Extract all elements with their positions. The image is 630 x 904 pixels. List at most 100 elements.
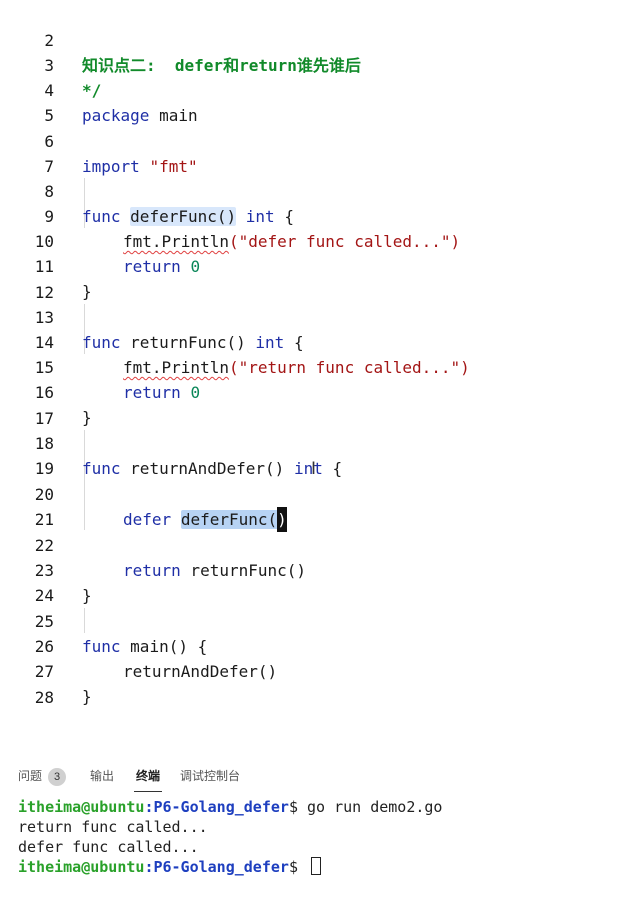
function-name[interactable]: returnAndDefer(): [130, 459, 285, 478]
code-line[interactable]: 26 returnAndDefer(): [0, 609, 277, 681]
code-editor[interactable]: 2 知识点二: defer和return谁先谁后 3 */ 4 package …: [0, 0, 630, 707]
tab-terminal[interactable]: 终端: [133, 769, 163, 792]
code-line[interactable]: 28: [0, 660, 54, 707]
comment-text: 知识点二: defer和return谁先谁后: [82, 56, 361, 75]
line-number: 17: [34, 409, 54, 428]
line-number: 4: [44, 81, 54, 100]
tab-problems-label: 问题: [18, 769, 43, 783]
indent-guide: [84, 430, 85, 530]
prompt-symbol: $: [288, 858, 307, 876]
line-number: 23: [34, 561, 54, 580]
keyword: defer: [123, 510, 172, 529]
prompt-user: itheima@ubuntu: [18, 858, 145, 876]
line-number: 22: [34, 536, 54, 555]
keyword: func: [82, 459, 121, 478]
code-line[interactable]: 7: [0, 129, 54, 176]
brace: }: [82, 408, 92, 427]
indent-guide: [84, 608, 85, 633]
line-number: 13: [34, 308, 54, 327]
keyword: func: [82, 637, 121, 656]
prompt-path: :P6-Golang_defer: [144, 798, 289, 816]
tab-debug-console[interactable]: 调试控制台: [180, 769, 241, 783]
keyword: return: [123, 561, 181, 580]
code-line[interactable]: 23 }: [0, 533, 92, 605]
brace: }: [82, 586, 92, 605]
line-number: 6: [44, 132, 54, 151]
prompt-user: itheima@ubuntu: [18, 798, 145, 816]
code-line[interactable]: 15 return 0: [0, 330, 200, 402]
println-call[interactable]: fmt.Println: [123, 358, 229, 377]
terminal-output-line: return func called...: [18, 818, 208, 836]
code-line[interactable]: 18 func returnAndDefer() int {: [0, 406, 342, 478]
keyword: package: [82, 106, 150, 125]
line-number: 11: [34, 257, 54, 276]
function-name[interactable]: main(): [130, 637, 188, 656]
selected-call: deferFunc(: [180, 510, 278, 529]
terminal-output-line: defer func called...: [18, 838, 199, 856]
function-name-highlight[interactable]: deferFunc(): [130, 207, 237, 226]
line-number: 20: [34, 485, 54, 504]
function-name[interactable]: returnFunc(): [130, 333, 246, 352]
line-number: 21: [34, 510, 54, 529]
line-number: 27: [34, 662, 54, 681]
code-line[interactable]: 13 func returnFunc() int {: [0, 280, 304, 352]
text-cursor: ): [277, 507, 287, 532]
line-number: 19: [34, 459, 54, 478]
line-number: 9: [44, 207, 54, 226]
line-number: 8: [44, 182, 54, 201]
keyword: int: [293, 459, 323, 478]
keyword: func: [82, 333, 121, 352]
string-literal: ("defer func called..."): [228, 232, 461, 251]
line-number: 10: [34, 232, 54, 251]
code-line[interactable]: 6 import "fmt": [0, 104, 197, 176]
line-number: 24: [34, 586, 54, 605]
selected-text[interactable]: deferFunc(): [180, 507, 287, 532]
prompt-symbol: $: [288, 798, 307, 816]
code-line[interactable]: 22 return returnFunc(): [0, 508, 306, 580]
keyword: return: [123, 383, 181, 402]
brace: {: [187, 637, 208, 656]
code-line[interactable]: 21: [0, 482, 54, 529]
line-number: 25: [34, 612, 54, 631]
code-line[interactable]: 16 }: [0, 355, 92, 427]
code-line[interactable]: 2 知识点二: defer和return谁先谁后: [0, 3, 361, 75]
identifier: returnFunc(): [180, 561, 307, 580]
code-line[interactable]: 10 return 0: [0, 204, 200, 276]
brace: {: [274, 207, 294, 226]
code-line[interactable]: 11 }: [0, 229, 92, 301]
code-line[interactable]: 14 fmt.Println("return func called..."): [0, 305, 470, 377]
code-line[interactable]: 5: [0, 78, 54, 125]
terminal-line: itheima@ubuntu:P6-Golang_defer$ go run d…: [18, 797, 442, 817]
line-number: 14: [34, 333, 54, 352]
function-call: returnAndDefer(): [123, 662, 278, 681]
comment-text: */: [82, 81, 102, 100]
terminal-line[interactable]: itheima@ubuntu:P6-Golang_defer$: [18, 857, 442, 877]
println-call[interactable]: fmt.Println: [123, 232, 229, 251]
code-line[interactable]: 9 fmt.Println("defer func called..."): [0, 179, 460, 251]
number-literal: 0: [190, 383, 201, 402]
line-number: 26: [34, 637, 54, 656]
indent-guide: [84, 304, 85, 354]
line-number: 12: [34, 283, 54, 302]
line-number: 18: [34, 434, 54, 453]
code-line[interactable]: 20 defer deferFunc(): [0, 457, 287, 532]
keyword: int: [255, 333, 285, 352]
code-line[interactable]: 8 func deferFunc() int {: [0, 154, 294, 226]
code-line[interactable]: 25 func main() {: [0, 584, 208, 656]
brace: }: [82, 282, 92, 301]
tab-output[interactable]: 输出: [90, 769, 115, 783]
terminal[interactable]: itheima@ubuntu:P6-Golang_defer$ go run d…: [18, 797, 442, 877]
brace: {: [322, 459, 343, 478]
indent-guide: [84, 178, 85, 228]
code-line[interactable]: 12: [0, 255, 54, 302]
code-line[interactable]: 4 package main: [0, 53, 197, 125]
code-line[interactable]: 17: [0, 381, 54, 428]
code-line[interactable]: 19: [0, 431, 54, 478]
code-line[interactable]: 27 }: [0, 634, 92, 706]
number-literal: 0: [190, 257, 201, 276]
line-number: 7: [44, 157, 54, 176]
code-line[interactable]: 24: [0, 558, 54, 605]
code-line[interactable]: 3 */: [0, 28, 101, 100]
